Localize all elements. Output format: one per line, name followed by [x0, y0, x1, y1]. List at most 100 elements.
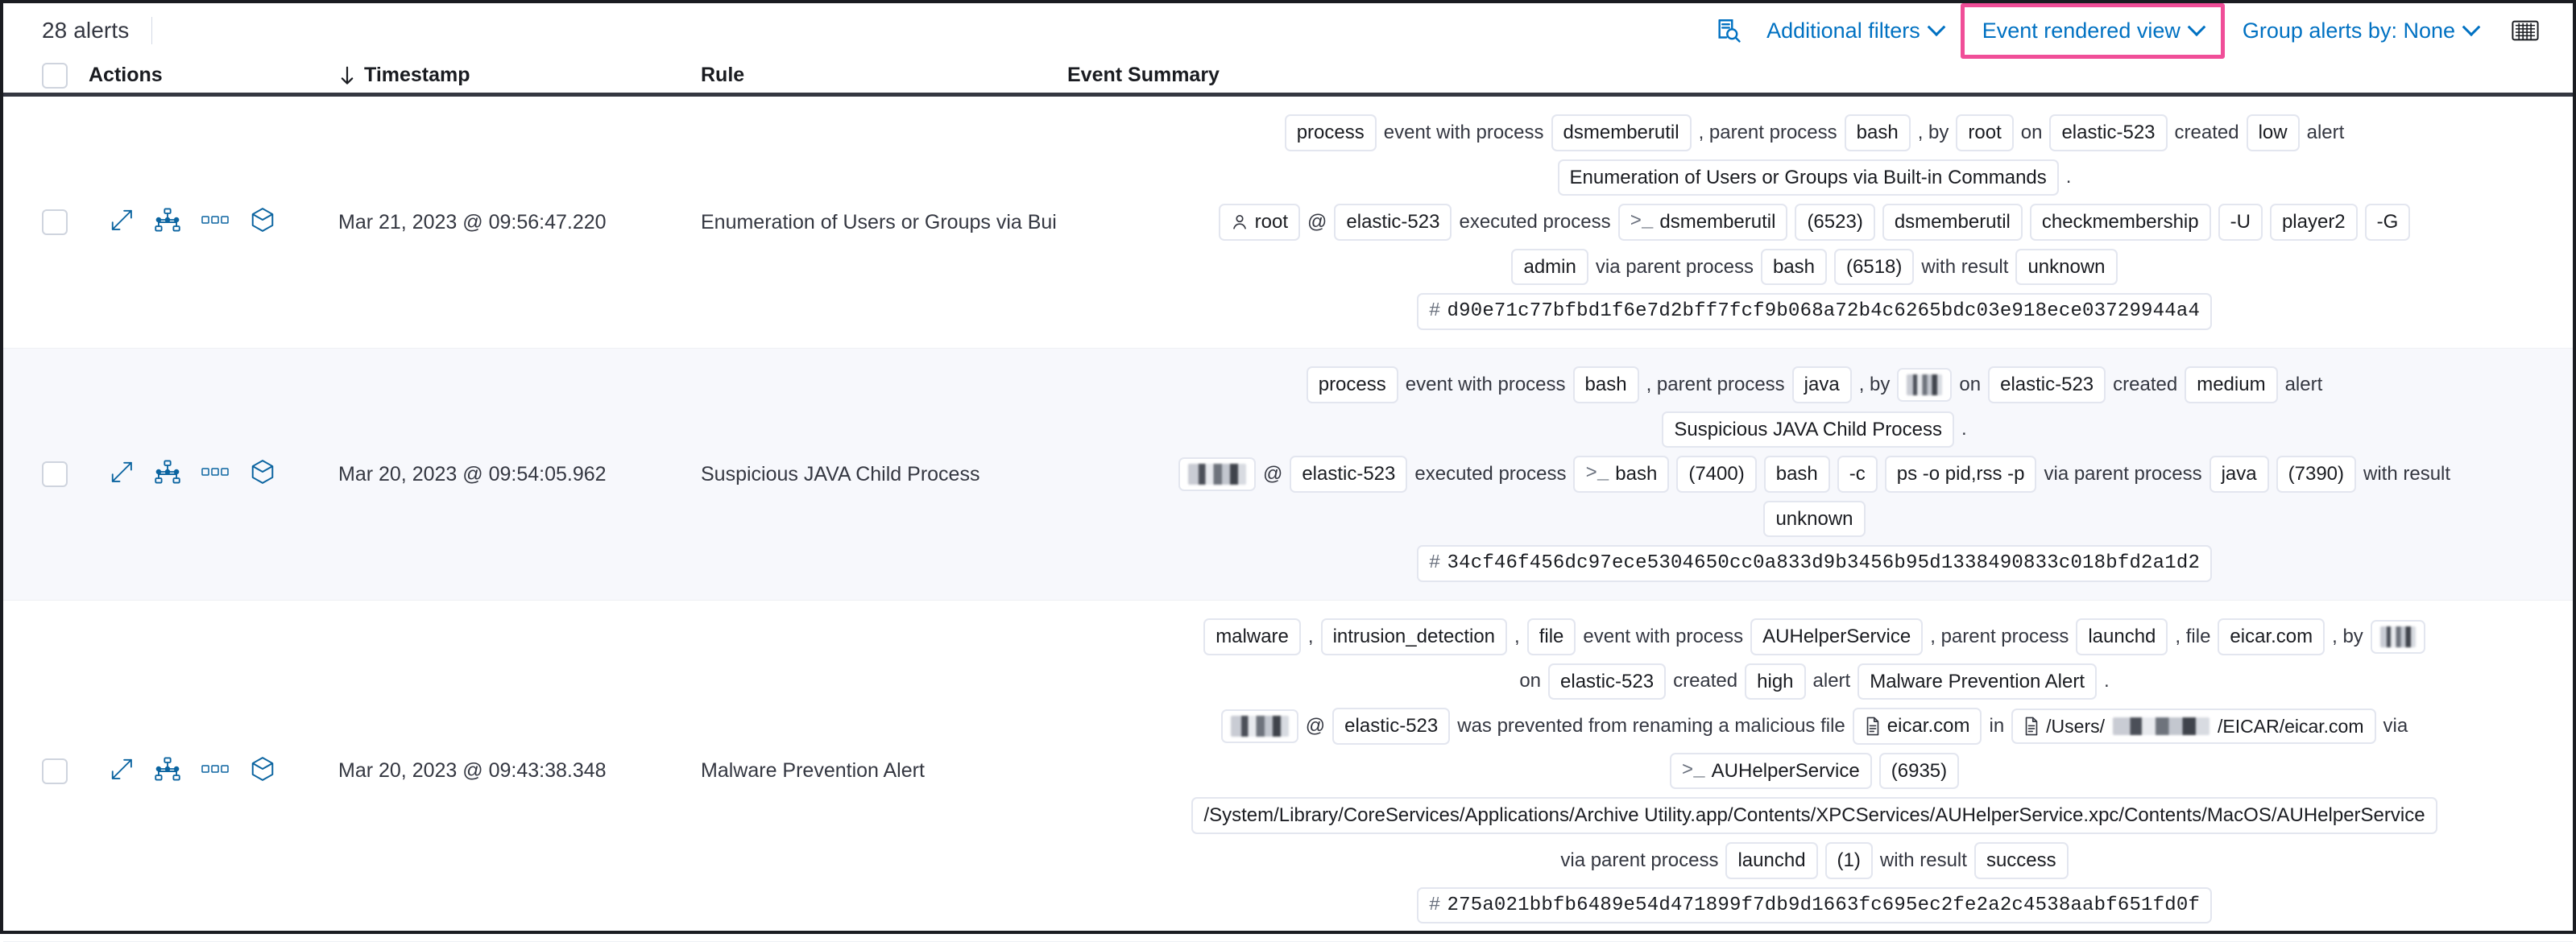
- field-value-chip[interactable]: elastic-523: [1988, 366, 2106, 403]
- field-value-text: java: [2221, 463, 2257, 485]
- field-value-chip[interactable]: java: [1791, 366, 1852, 403]
- field-value-chip[interactable]: admin: [1511, 248, 1588, 286]
- row-rule-name[interactable]: Enumeration of Users or Groups via Bui: [701, 210, 1057, 233]
- field-value-chip[interactable]: high: [1745, 663, 1806, 700]
- row-select-checkbox[interactable]: [42, 209, 68, 235]
- field-value-chip[interactable]: AUHelperService: [1750, 618, 1924, 655]
- field-value-chip[interactable]: >_AUHelperService: [1669, 752, 1872, 790]
- field-value-chip[interactable]: elastic-523: [1548, 663, 1667, 700]
- row-rule-name[interactable]: Suspicious JAVA Child Process: [701, 462, 980, 485]
- field-value-chip[interactable]: -U: [2218, 204, 2263, 241]
- expand-details-icon[interactable]: [110, 460, 134, 488]
- row-rule-name[interactable]: Malware Prevention Alert: [701, 759, 925, 783]
- field-value-chip[interactable]: launchd: [1725, 841, 1818, 879]
- more-actions-icon[interactable]: [201, 465, 229, 482]
- field-value-chip[interactable]: ps -o pid,rss -p: [1884, 456, 2037, 493]
- field-value-chip[interactable]: malware: [1203, 618, 1301, 655]
- session-view-icon[interactable]: [250, 207, 275, 237]
- field-value-chip[interactable]: bash: [1760, 248, 1828, 286]
- field-value-chip[interactable]: process: [1284, 114, 1377, 151]
- field-value-chip[interactable]: unknown: [2015, 248, 2118, 286]
- field-value-chip[interactable]: player2: [2269, 204, 2358, 241]
- field-value-chip[interactable]: bash: [1572, 366, 1639, 403]
- redacted-value-chip[interactable]: [1178, 457, 1256, 491]
- field-value-chip[interactable]: eicar.com: [2218, 618, 2325, 655]
- expand-details-icon[interactable]: [110, 208, 134, 236]
- file-path-chip[interactable]: /Users//EICAR/eicar.com: [2011, 708, 2376, 745]
- field-value-chip[interactable]: file: [1526, 618, 1576, 655]
- redacted-value-chip[interactable]: [1220, 709, 1298, 743]
- field-value-chip[interactable]: Malware Prevention Alert: [1857, 663, 2097, 700]
- additional-filters-button[interactable]: Additional filters: [1754, 10, 1956, 52]
- field-value-chip[interactable]: dsmemberutil: [1882, 204, 2023, 241]
- summary-text: event with process: [1405, 373, 1566, 395]
- expand-details-icon[interactable]: [110, 757, 134, 785]
- hash-chip[interactable]: #275a021bbfb6489e54d471899f7db9d1663fc69…: [1416, 886, 2213, 924]
- field-value-chip[interactable]: unknown: [1763, 500, 1866, 538]
- field-value-chip[interactable]: eicar.com: [1852, 708, 1982, 745]
- fields-browser-icon[interactable]: [2512, 19, 2555, 42]
- field-value-chip[interactable]: medium: [2185, 366, 2278, 403]
- session-view-icon[interactable]: [250, 459, 275, 489]
- field-value-chip[interactable]: bash: [1763, 456, 1830, 493]
- summary-text: on: [1959, 373, 1982, 395]
- field-value-chip[interactable]: (1): [1824, 841, 1873, 879]
- hash-value: d90e71c77bfbd1f6e7d2bff7fcf9b068a72b4c62…: [1447, 300, 2201, 323]
- field-value-text: bash: [1856, 122, 1899, 143]
- more-actions-icon[interactable]: [201, 213, 229, 230]
- session-view-icon[interactable]: [250, 756, 275, 786]
- field-value-chip[interactable]: (6935): [1878, 752, 1960, 790]
- column-header-timestamp[interactable]: Timestamp: [338, 64, 701, 87]
- field-value-chip[interactable]: process: [1306, 366, 1398, 403]
- field-value-chip[interactable]: /System/Library/CoreServices/Application…: [1191, 797, 2437, 834]
- field-value-chip[interactable]: success: [1973, 841, 2069, 879]
- field-value-chip[interactable]: dsmemberutil: [1551, 114, 1692, 151]
- group-alerts-by-button[interactable]: Group alerts by: None: [2230, 10, 2491, 52]
- analyze-event-icon[interactable]: [155, 208, 180, 236]
- field-value-chip[interactable]: (7390): [2276, 456, 2356, 493]
- field-value-chip[interactable]: root: [1218, 204, 1301, 241]
- field-value-chip[interactable]: root: [1956, 114, 2014, 151]
- inspect-icon[interactable]: [1704, 10, 1754, 51]
- file-path-suffix: /EICAR/eicar.com: [2218, 715, 2364, 737]
- analyze-event-icon[interactable]: [155, 757, 180, 785]
- field-value-chip[interactable]: (6518): [1834, 248, 1915, 286]
- field-value-chip[interactable]: checkmembership: [2029, 204, 2211, 241]
- field-value-chip[interactable]: Suspicious JAVA Child Process: [1662, 411, 1954, 448]
- field-value-chip[interactable]: elastic-523: [1334, 204, 1452, 241]
- select-all-checkbox[interactable]: [42, 62, 68, 89]
- field-value-chip[interactable]: >_dsmemberutil: [1617, 204, 1788, 241]
- column-header-event-summary[interactable]: Event Summary: [1067, 64, 2573, 87]
- analyze-event-icon[interactable]: [155, 460, 180, 488]
- field-value-chip[interactable]: -G: [2364, 204, 2411, 241]
- field-value-chip[interactable]: elastic-523: [2049, 114, 2168, 151]
- event-rendered-view-button[interactable]: Event rendered view: [1969, 10, 2216, 52]
- field-value-chip[interactable]: low: [2246, 114, 2300, 151]
- field-value-chip[interactable]: launchd: [2076, 618, 2168, 655]
- column-header-rule[interactable]: Rule: [701, 64, 1067, 87]
- field-value-chip[interactable]: >_bash: [1573, 456, 1670, 493]
- field-value-chip[interactable]: Enumeration of Users or Groups via Built…: [1557, 159, 2059, 196]
- hash-chip[interactable]: #d90e71c77bfbd1f6e7d2bff7fcf9b068a72b4c6…: [1416, 293, 2213, 330]
- column-header-actions[interactable]: Actions: [89, 64, 338, 87]
- redacted-value-chip[interactable]: [1897, 367, 1953, 402]
- redacted-value-chip[interactable]: [2370, 619, 2425, 654]
- field-value-chip[interactable]: (7400): [1676, 456, 1757, 493]
- more-actions-icon[interactable]: [201, 762, 229, 779]
- field-value-chip[interactable]: (6523): [1795, 204, 1875, 241]
- hash-chip[interactable]: #34cf46f456dc97ece5304650cc0a833d9b3456b…: [1416, 545, 2213, 582]
- field-value-chip[interactable]: bash: [1844, 114, 1911, 151]
- field-value-text: medium: [2197, 373, 2266, 395]
- field-value-chip[interactable]: elastic-523: [1332, 708, 1451, 745]
- field-value-chip[interactable]: java: [2209, 456, 2269, 493]
- field-value-chip[interactable]: elastic-523: [1290, 456, 1408, 493]
- hash-value: 34cf46f456dc97ece5304650cc0a833d9b3456b9…: [1447, 552, 2201, 575]
- row-select-checkbox[interactable]: [42, 758, 68, 784]
- field-value-chip[interactable]: -c: [1837, 456, 1878, 493]
- field-value-chip[interactable]: intrusion_detection: [1320, 618, 1508, 655]
- row-select-checkbox[interactable]: [42, 461, 68, 487]
